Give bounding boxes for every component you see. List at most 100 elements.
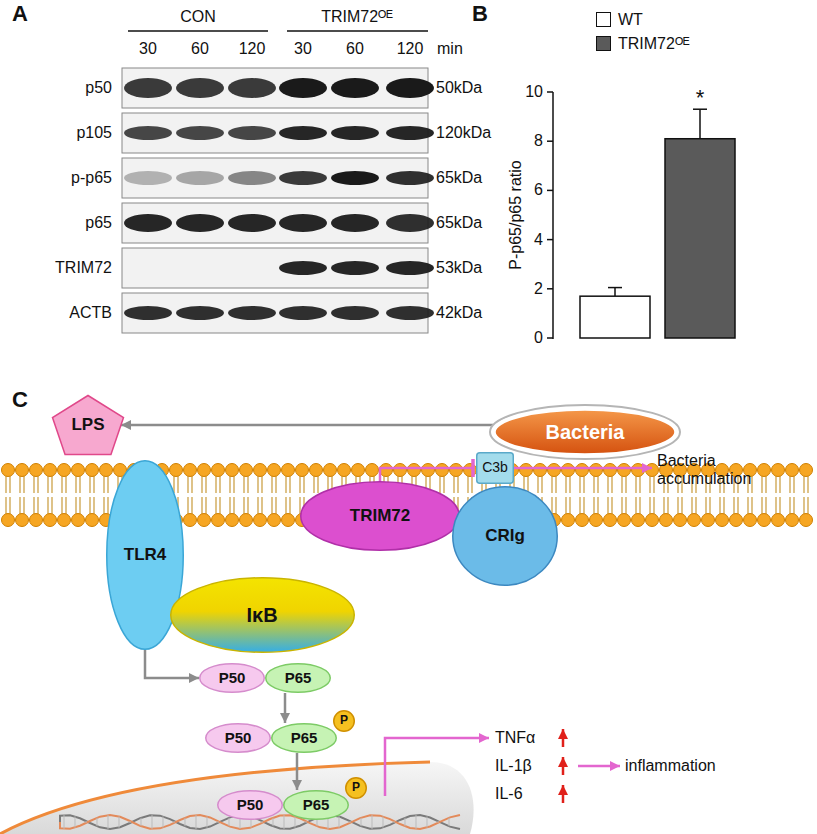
lipid-tail: [681, 497, 682, 514]
blot-band: [279, 126, 327, 140]
lipid-tail: [257, 476, 258, 493]
lipid-head: [758, 464, 771, 477]
blot-band: [228, 306, 276, 320]
lipid-tail: [187, 476, 188, 493]
dna-rung: [130, 821, 131, 823]
bacteria-ellipse: Bacteria: [489, 404, 681, 460]
lipid-tail: [667, 497, 668, 514]
blot-band: [386, 171, 434, 185]
lipid-head: [296, 464, 309, 477]
lipid-tail: [51, 497, 52, 514]
protein-label: ACTB: [69, 304, 112, 322]
dna-rung: [185, 818, 186, 826]
lipid-head: [730, 514, 743, 527]
leader-arrow: [385, 738, 489, 796]
node-halo: [490, 405, 680, 459]
lipid-head: [58, 514, 71, 527]
node-shape: [200, 664, 265, 693]
lipid-tail: [597, 497, 598, 514]
lipid-head: [562, 514, 575, 527]
blot-band: [386, 214, 434, 232]
time-label: 30: [139, 40, 157, 58]
subunit-ellipse: P65: [265, 663, 331, 693]
node-label: CRIg: [485, 527, 525, 546]
blot-strip: [122, 158, 428, 198]
lipid-tail: [299, 497, 300, 514]
node-shape: [494, 409, 676, 455]
blot-band: [279, 171, 327, 185]
lipid-tail: [187, 497, 188, 514]
node-shape: [53, 396, 124, 455]
lipid-head: [520, 464, 533, 477]
tick-label: 2: [534, 280, 543, 298]
lipid-head: [716, 514, 729, 527]
lipid-head: [632, 464, 645, 477]
blot-strip: [122, 248, 428, 288]
lipid-head: [282, 464, 295, 477]
y-tick: [547, 288, 553, 290]
y-tick: [547, 91, 553, 93]
lipid-head: [464, 464, 477, 477]
lipid-head: [100, 464, 113, 477]
error-bar: [614, 288, 616, 297]
lipid-tail: [47, 497, 48, 514]
lipid-tail: [751, 476, 752, 493]
time-label: 120: [239, 40, 266, 58]
leader-arrow: [578, 765, 620, 768]
node-label: LPS: [71, 416, 104, 435]
lipid-head: [86, 464, 99, 477]
lipid-tail: [5, 497, 6, 514]
lipid-head: [772, 514, 785, 527]
lipid-tail: [803, 497, 804, 514]
lipid-head: [44, 464, 57, 477]
lipid-head: [226, 464, 239, 477]
lipid-tail: [593, 497, 594, 514]
node-label: P: [340, 714, 348, 727]
dna-rung: [75, 816, 76, 827]
lipid-tail: [215, 497, 216, 514]
lipid-tail: [313, 476, 314, 493]
node-label: P65: [291, 730, 318, 747]
lipid-tail: [75, 497, 76, 514]
blot-strip: [122, 113, 428, 153]
lipid-head: [240, 464, 253, 477]
blot-band: [386, 306, 434, 320]
blot-band: [124, 126, 172, 140]
subunit-ellipse: P50: [205, 723, 271, 753]
lipid-head: [702, 514, 715, 527]
lipid-tail: [271, 476, 272, 493]
blot-band: [279, 78, 327, 98]
protein-label: p105: [76, 124, 112, 142]
node-shape: [284, 791, 349, 820]
y-tick: [547, 190, 553, 192]
lipid-tail: [607, 476, 608, 493]
subunit-ellipse: P65: [283, 790, 349, 820]
ligand-pentagon: LPS: [51, 394, 125, 456]
nucleus: [0, 762, 474, 834]
group-label: CON: [180, 8, 216, 26]
lipid-head: [366, 464, 379, 477]
lipid-tail: [639, 476, 640, 493]
protein-label: p50: [85, 79, 112, 97]
lipid-tail: [79, 497, 80, 514]
dna-rung: [306, 821, 307, 823]
lipid-head: [352, 464, 365, 477]
lipid-head: [576, 514, 589, 527]
legend-swatch: [596, 12, 611, 27]
lipid-tail: [51, 476, 52, 493]
lipid-tail: [229, 476, 230, 493]
lipid-head: [268, 464, 281, 477]
legend-swatch: [596, 36, 611, 51]
complement-box: C3b: [476, 452, 514, 484]
lipid-head: [660, 514, 673, 527]
dna-rung: [119, 816, 120, 827]
lipid-head: [786, 464, 799, 477]
leader-arrow: [514, 467, 652, 470]
dna-rung: [416, 815, 417, 829]
node-label: TRIM72: [350, 507, 410, 526]
lipid-tail: [443, 476, 444, 493]
tick-label: 6: [534, 181, 543, 199]
outcome-label: inflammation: [625, 757, 716, 775]
dna-rung: [196, 815, 197, 829]
lipid-tail: [761, 497, 762, 514]
